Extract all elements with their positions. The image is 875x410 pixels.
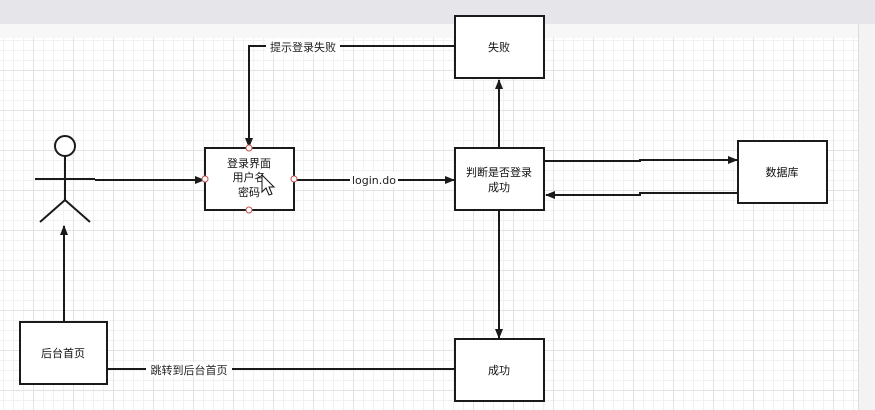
actor-icon[interactable] (35, 135, 95, 223)
node-login-page-line2: 用户名 (233, 170, 266, 184)
edge-label-prompt-login-failed: 提示登录失败 (266, 39, 340, 54)
node-backend-home[interactable]: 后台首页 (19, 321, 108, 385)
node-success[interactable]: 成功 (454, 338, 545, 402)
node-failure[interactable]: 失败 (454, 15, 545, 79)
node-failure-label: 失败 (488, 40, 510, 54)
port-top[interactable] (245, 144, 253, 152)
svg-text:提示登录失败: 提示登录失败 (270, 40, 336, 54)
diagram-canvas[interactable] (0, 38, 875, 410)
canvas-scrollbar[interactable] (858, 24, 875, 410)
node-judge-line2: 成功 (488, 181, 510, 194)
edge-label-redirect-backend: 跳转到后台首页 (146, 362, 232, 377)
edge-database-to-judge[interactable] (545, 191, 737, 199)
mouse-cursor-icon (261, 173, 276, 196)
node-judge[interactable]: 判断是否登录 成功 (454, 147, 545, 211)
node-login-page-line1: 登录界面 (227, 156, 271, 170)
editor-top-bar (0, 0, 875, 24)
node-login-page[interactable]: 登录界面 用户名 密码 (201, 144, 298, 214)
port-right[interactable] (290, 175, 298, 183)
edge-failure-to-login[interactable] (245, 45, 455, 148)
node-database[interactable]: 数据库 (737, 140, 828, 204)
svg-text:login.do: login.do (352, 174, 396, 187)
node-database-label: 数据库 (766, 165, 799, 179)
node-success-label: 成功 (488, 364, 510, 377)
edge-label-login-do: login.do (350, 172, 398, 187)
node-backend-home-label: 后台首页 (41, 346, 85, 360)
node-login-page-line3: 密码 (238, 185, 260, 199)
svg-text:跳转到后台首页: 跳转到后台首页 (151, 363, 228, 377)
edge-judge-to-database[interactable] (545, 156, 738, 164)
port-bottom[interactable] (245, 206, 253, 214)
port-left[interactable] (201, 175, 209, 183)
node-judge-line1: 判断是否登录 (466, 165, 532, 179)
